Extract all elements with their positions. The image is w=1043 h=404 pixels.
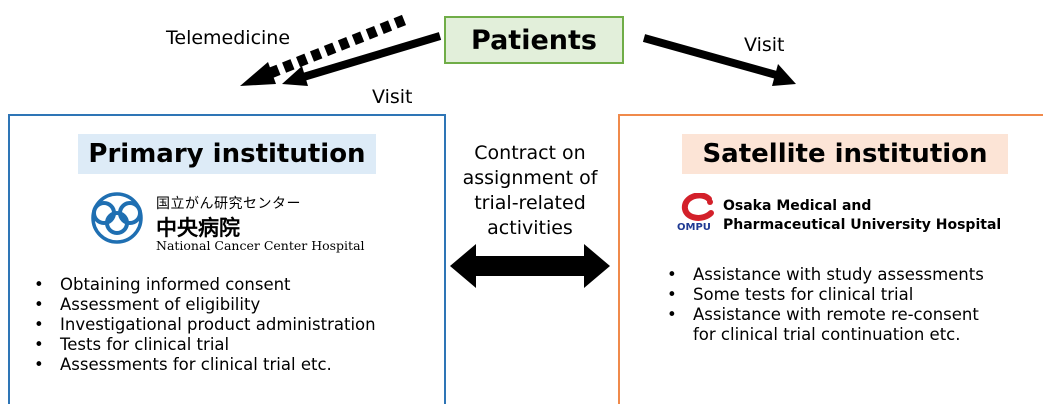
ncc-logo-english-name: National Cancer Center Hospital: [156, 238, 365, 253]
list-item-continuation: for clinical trial continuation etc.: [693, 325, 961, 344]
telemedicine-arrow: [265, 14, 407, 80]
list-item: Assessments for clinical trial etc.: [30, 355, 376, 375]
visit-left-arrow: [298, 32, 442, 82]
ompu-logo-name-line2: Pharmaceutical University Hospital: [723, 217, 1002, 233]
contract-line: Contract on: [474, 142, 586, 164]
primary-institution-box: [8, 114, 446, 404]
ompu-logo-abbreviation: OMPU: [677, 222, 711, 233]
list-item: Investigational product administration: [30, 315, 376, 335]
contract-line: assignment of: [462, 167, 598, 189]
contract-label: Contract on assignment of trial-related …: [452, 141, 608, 241]
primary-title-text: Primary institution: [88, 139, 366, 169]
telemedicine-arrowhead: [240, 62, 276, 86]
ncc-rings-logo-icon: [91, 192, 143, 244]
list-item: Some tests for clinical trial: [663, 285, 984, 305]
satellite-institution-box: [618, 114, 1043, 404]
satellite-institution-title: Satellite institution: [682, 134, 1008, 174]
telemedicine-label: Telemedicine: [166, 27, 291, 49]
visit-right-arrowhead: [772, 64, 796, 86]
primary-institution-title: Primary institution: [78, 134, 376, 174]
visit-right-label: Visit: [744, 34, 785, 56]
list-item: Assistance with study assessments: [663, 265, 984, 285]
ncc-logo-japanese-line2: 中央病院: [156, 216, 240, 240]
contract-line: trial-related: [474, 192, 586, 214]
list-item: Assessment of eligibility: [30, 295, 376, 315]
ncc-logo-japanese-line1: 国立がん研究センター: [156, 196, 301, 212]
ompu-red-c-logo-icon: [681, 193, 714, 221]
list-item: Assistance with remote re-consent: [663, 305, 984, 325]
contract-line: activities: [487, 217, 573, 239]
patients-label: Patients: [471, 24, 597, 56]
list-item: Tests for clinical trial: [30, 335, 376, 355]
patients-box: Patients: [444, 16, 624, 64]
arrows-layer: [240, 14, 796, 288]
contract-double-arrow: [450, 244, 610, 288]
satellite-activity-list: Assistance with study assessments Some t…: [663, 265, 984, 345]
primary-activity-list: Obtaining informed consent Assessment of…: [30, 275, 376, 375]
visit-right-arrow: [642, 34, 782, 80]
visit-left-arrowhead: [282, 66, 308, 86]
ompu-logo-name-line1: Osaka Medical and: [723, 198, 872, 214]
list-item: Obtaining informed consent: [30, 275, 376, 295]
visit-left-label: Visit: [372, 86, 413, 108]
satellite-title-text: Satellite institution: [702, 139, 988, 169]
